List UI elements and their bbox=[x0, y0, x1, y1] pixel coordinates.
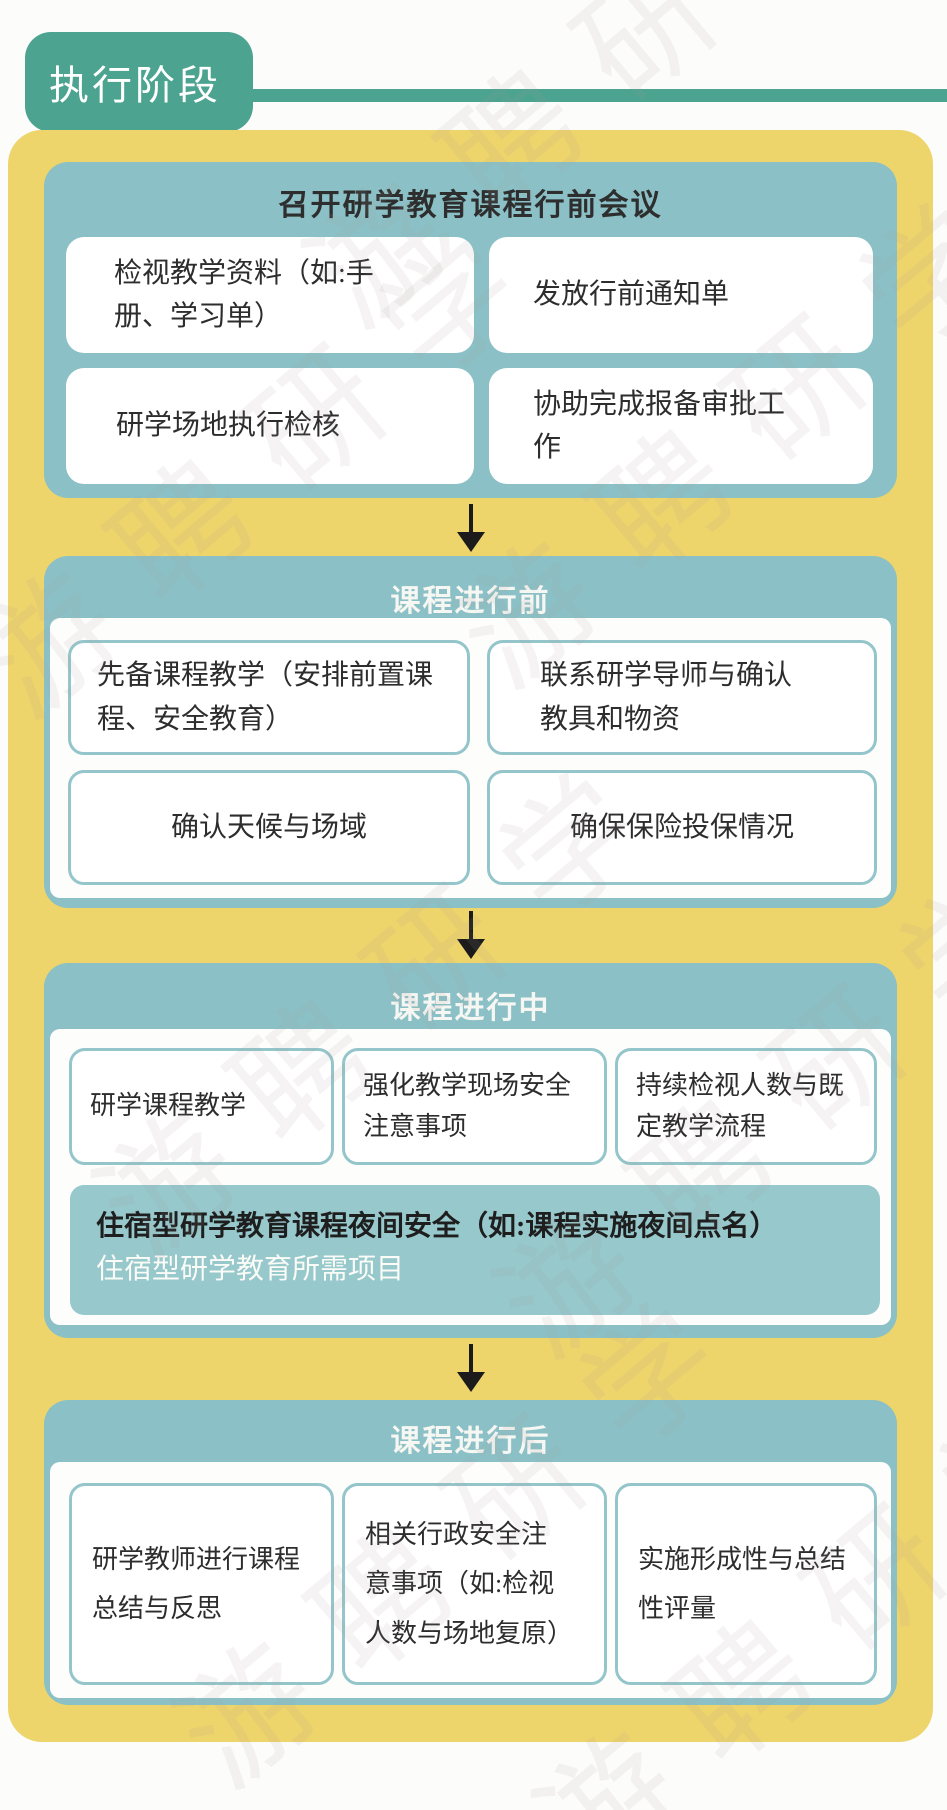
task-text: 研学场地执行检核 bbox=[116, 410, 341, 442]
task-text: 先备课程教学（安排前置课程、安全教育） bbox=[97, 660, 434, 735]
flow-arrow-down bbox=[456, 1344, 486, 1392]
task-card: 联系研学导师与确认教具和物资 bbox=[487, 640, 877, 755]
task-card: 实施形成性与总结性评量 bbox=[615, 1483, 877, 1685]
task-card: 研学教师进行课程总结与反思 bbox=[69, 1483, 334, 1685]
section-before-course: 课程进行前 先备课程教学（安排前置课程、安全教育） 联系研学导师与确认教具和物资… bbox=[44, 556, 897, 908]
task-text: 确认天候与场域 bbox=[170, 811, 367, 843]
task-card: 检视教学资料（如:手册、学习单） bbox=[66, 237, 474, 353]
task-text: 检视教学资料（如:手册、学习单） bbox=[114, 257, 374, 332]
section-after-course: 课程进行后 研学教师进行课程总结与反思 相关行政安全注意事项（如:检视人数与场地… bbox=[44, 1400, 897, 1705]
arrow-stem bbox=[469, 911, 473, 939]
task-card: 确保保险投保情况 bbox=[487, 770, 877, 885]
arrow-stem bbox=[469, 504, 473, 532]
overnight-safety-highlight: 住宿型研学教育课程夜间安全（如:课程实施夜间点名） 住宿型研学教育所需项目 bbox=[70, 1185, 880, 1315]
arrow-head bbox=[457, 1372, 485, 1392]
task-card: 相关行政安全注意事项（如:检视人数与场地复原） bbox=[342, 1483, 607, 1685]
header-rule bbox=[240, 89, 947, 102]
task-card: 确认天候与场域 bbox=[68, 770, 470, 885]
section-title: 课程进行中 bbox=[390, 992, 551, 1025]
task-text: 确保保险投保情况 bbox=[569, 811, 794, 843]
task-text: 协助完成报备审批工作 bbox=[533, 388, 786, 463]
highlight-line-2: 住宿型研学教育所需项目 bbox=[96, 1254, 405, 1285]
task-text: 研学课程教学 bbox=[90, 1091, 247, 1121]
task-text: 联系研学导师与确认教具和物资 bbox=[540, 660, 793, 735]
task-card: 持续检视人数与既定教学流程 bbox=[615, 1048, 877, 1165]
phase-header-text: 执行阶段 bbox=[49, 63, 221, 108]
task-text: 实施形成性与总结性评量 bbox=[638, 1544, 847, 1623]
section-panel: 研学教师进行课程总结与反思 相关行政安全注意事项（如:检视人数与场地复原） 实施… bbox=[50, 1462, 891, 1698]
section-pre-trip-meeting: 召开研学教育课程行前会议 检视教学资料（如:手册、学习单） 发放行前通知单 研学… bbox=[44, 162, 897, 498]
task-text: 强化教学现场安全注意事项 bbox=[363, 1071, 572, 1141]
arrow-head bbox=[457, 939, 485, 959]
task-card: 协助完成报备审批工作 bbox=[489, 368, 873, 484]
task-card: 强化教学现场安全注意事项 bbox=[342, 1048, 607, 1165]
task-card: 先备课程教学（安排前置课程、安全教育） bbox=[68, 640, 470, 755]
flow-arrow-down bbox=[456, 911, 486, 959]
task-card: 研学场地执行检核 bbox=[66, 368, 474, 484]
highlight-line-1: 住宿型研学教育课程夜间安全（如:课程实施夜间点名） bbox=[96, 1211, 778, 1242]
task-text: 发放行前通知单 bbox=[533, 279, 730, 311]
task-text: 持续检视人数与既定教学流程 bbox=[636, 1071, 845, 1141]
section-during-course: 课程进行中 研学课程教学 强化教学现场安全注意事项 持续检视人数与既定教学流程 … bbox=[44, 963, 897, 1338]
task-card: 发放行前通知单 bbox=[489, 237, 873, 353]
section-panel: 先备课程教学（安排前置课程、安全教育） 联系研学导师与确认教具和物资 确认天候与… bbox=[50, 618, 891, 898]
task-card: 研学课程教学 bbox=[69, 1048, 334, 1165]
arrow-stem bbox=[469, 1344, 473, 1372]
task-text: 研学教师进行课程总结与反思 bbox=[92, 1544, 301, 1623]
phase-header-label: 执行阶段 bbox=[25, 32, 253, 132]
task-text: 相关行政安全注意事项（如:检视人数与场地复原） bbox=[365, 1519, 574, 1648]
section-panel: 研学课程教学 强化教学现场安全注意事项 持续检视人数与既定教学流程 住宿型研学教… bbox=[50, 1029, 891, 1325]
section-title: 课程进行前 bbox=[390, 585, 551, 618]
section-title: 课程进行后 bbox=[390, 1425, 551, 1458]
flow-arrow-down bbox=[456, 504, 486, 552]
arrow-head bbox=[457, 532, 485, 552]
section-title: 召开研学教育课程行前会议 bbox=[278, 189, 663, 222]
